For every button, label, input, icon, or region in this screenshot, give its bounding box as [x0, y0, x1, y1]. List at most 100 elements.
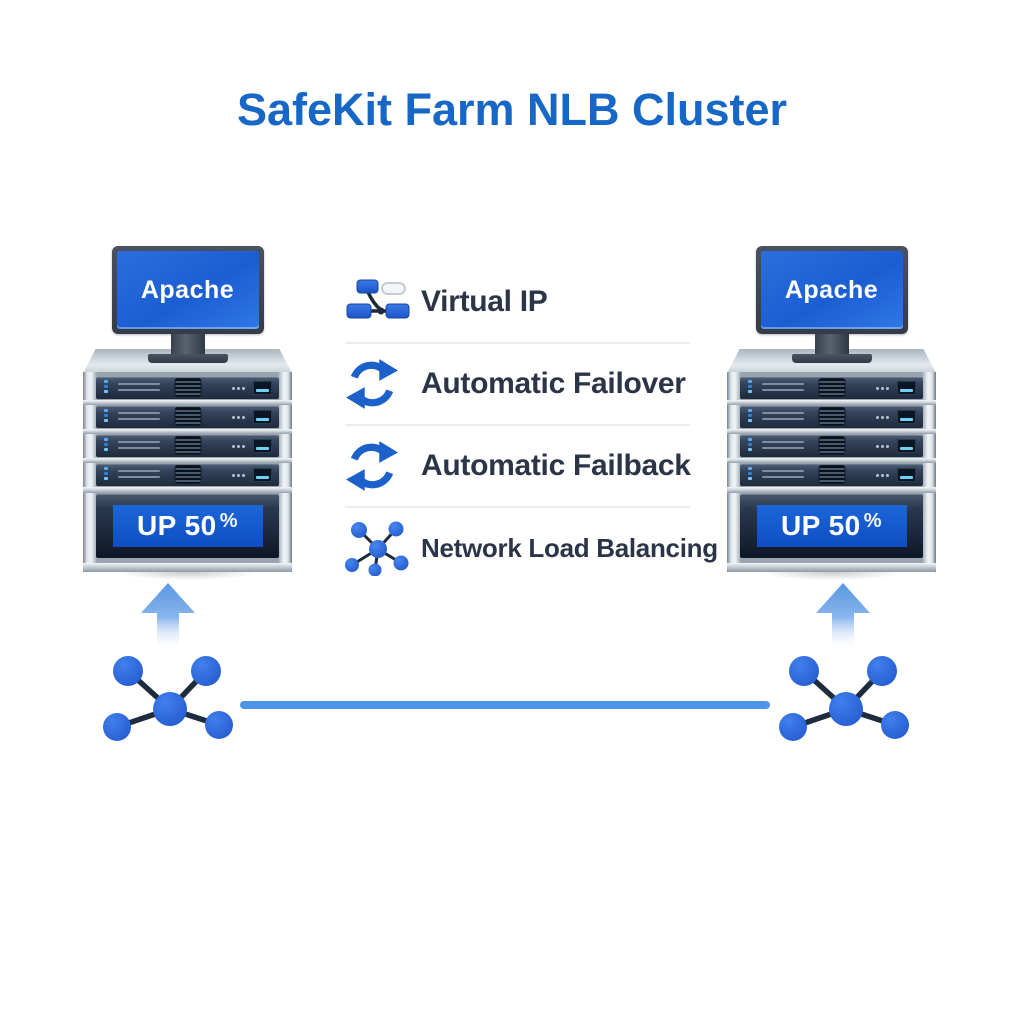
display-port	[253, 468, 272, 482]
rack-rail	[83, 429, 292, 434]
drive-grille	[175, 437, 200, 454]
monitor-label: Apache	[140, 275, 235, 304]
status-percent: %	[219, 509, 239, 532]
rack-shadow	[731, 572, 932, 584]
dot-indicators	[876, 416, 879, 419]
dot-indicators	[232, 387, 235, 390]
status-badge: UP 50%	[112, 505, 263, 547]
rack-rail	[727, 458, 936, 463]
server-unit	[96, 464, 279, 486]
status-panel: UP 50%	[740, 494, 923, 558]
rack-rail	[727, 429, 936, 434]
monitor-stand-neck	[814, 334, 849, 354]
monitor-screen: Apache	[116, 251, 259, 329]
dot-indicators	[232, 416, 235, 419]
led-indicator	[748, 380, 752, 393]
display-port	[897, 468, 916, 482]
feature-list: Virtual IP Automatic Failover Automatic …	[345, 262, 718, 588]
display-port	[897, 381, 916, 395]
monitor-stand-neck	[170, 334, 205, 354]
rack-body: UP 50%	[727, 372, 936, 572]
vent-lines	[118, 441, 160, 453]
rack-bottom-rail	[83, 563, 292, 572]
server-rack-left: UP 50%	[83, 349, 292, 584]
drive-grille	[175, 379, 200, 396]
monitor-label: Apache	[784, 275, 879, 304]
rack-shadow	[87, 572, 288, 584]
status-percent: %	[863, 509, 883, 532]
client-network-left-icon	[103, 656, 233, 741]
virtual-ip-icon	[345, 278, 421, 326]
vent-lines	[118, 470, 160, 482]
rack-rail	[83, 487, 292, 493]
status-panel: UP 50%	[96, 494, 279, 558]
led-indicator	[748, 438, 752, 451]
feature-label: Automatic Failover	[421, 367, 686, 400]
monitor-stand-base	[147, 354, 228, 363]
status-badge: UP 50%	[756, 505, 907, 547]
server-unit	[96, 377, 279, 399]
drive-grille	[819, 437, 844, 454]
feature-automatic-failback: Automatic Failback	[345, 424, 691, 506]
failover-refresh-icon	[345, 357, 421, 411]
led-indicator	[104, 467, 108, 480]
up-arrow-right-icon	[816, 583, 870, 651]
dot-indicators	[876, 474, 879, 477]
server-unit	[740, 435, 923, 457]
drive-grille	[819, 408, 844, 425]
server-rack-right: UP 50%	[727, 349, 936, 584]
vent-lines	[762, 441, 804, 453]
feature-label: Automatic Failback	[421, 449, 691, 482]
server-node-right: Apache	[727, 246, 936, 584]
status-text: UP 50	[780, 510, 861, 541]
display-port	[897, 410, 916, 424]
dot-indicators	[876, 387, 879, 390]
dot-indicators	[232, 445, 235, 448]
rack-rail	[83, 458, 292, 463]
monitor-right: Apache	[755, 246, 908, 334]
rack-bottom-rail	[727, 563, 936, 572]
display-port	[253, 381, 272, 395]
led-indicator	[748, 467, 752, 480]
vent-lines	[762, 383, 804, 395]
status-text: UP 50	[136, 510, 217, 541]
vent-lines	[762, 412, 804, 424]
monitor-screen: Apache	[760, 251, 903, 329]
feature-virtual-ip: Virtual IP	[345, 262, 690, 342]
rack-body: UP 50%	[83, 372, 292, 572]
feature-label: Network Load Balancing	[421, 532, 718, 563]
display-port	[253, 439, 272, 453]
display-port	[253, 410, 272, 424]
page-title: SafeKit Farm NLB Cluster	[236, 84, 788, 135]
rack-rail	[83, 400, 292, 405]
dot-indicators	[876, 445, 879, 448]
monitor-left: Apache	[111, 246, 264, 334]
drive-grille	[175, 466, 200, 483]
server-node-left: Apache	[83, 246, 292, 584]
vent-lines	[762, 470, 804, 482]
rack-rail	[727, 487, 936, 493]
drive-grille	[175, 408, 200, 425]
server-unit	[740, 377, 923, 399]
up-arrow-left-icon	[141, 583, 195, 651]
feature-label: Virtual IP	[421, 285, 548, 318]
vent-lines	[118, 383, 160, 395]
feature-network-load-balancing: Network Load Balancing	[345, 506, 718, 588]
dot-indicators	[232, 474, 235, 477]
server-unit	[96, 406, 279, 428]
feature-automatic-failover: Automatic Failover	[345, 342, 690, 424]
network-load-balancing-icon	[345, 520, 421, 576]
rack-rail	[727, 400, 936, 405]
failback-refresh-icon	[345, 439, 421, 493]
monitor-stand-base	[791, 354, 872, 363]
display-port	[897, 439, 916, 453]
drive-grille	[819, 466, 844, 483]
client-network-right-icon	[779, 656, 909, 741]
led-indicator	[104, 380, 108, 393]
server-unit	[740, 406, 923, 428]
server-unit	[740, 464, 923, 486]
network-connector-line	[240, 701, 770, 709]
led-indicator	[748, 409, 752, 422]
vent-lines	[118, 412, 160, 424]
led-indicator	[104, 409, 108, 422]
